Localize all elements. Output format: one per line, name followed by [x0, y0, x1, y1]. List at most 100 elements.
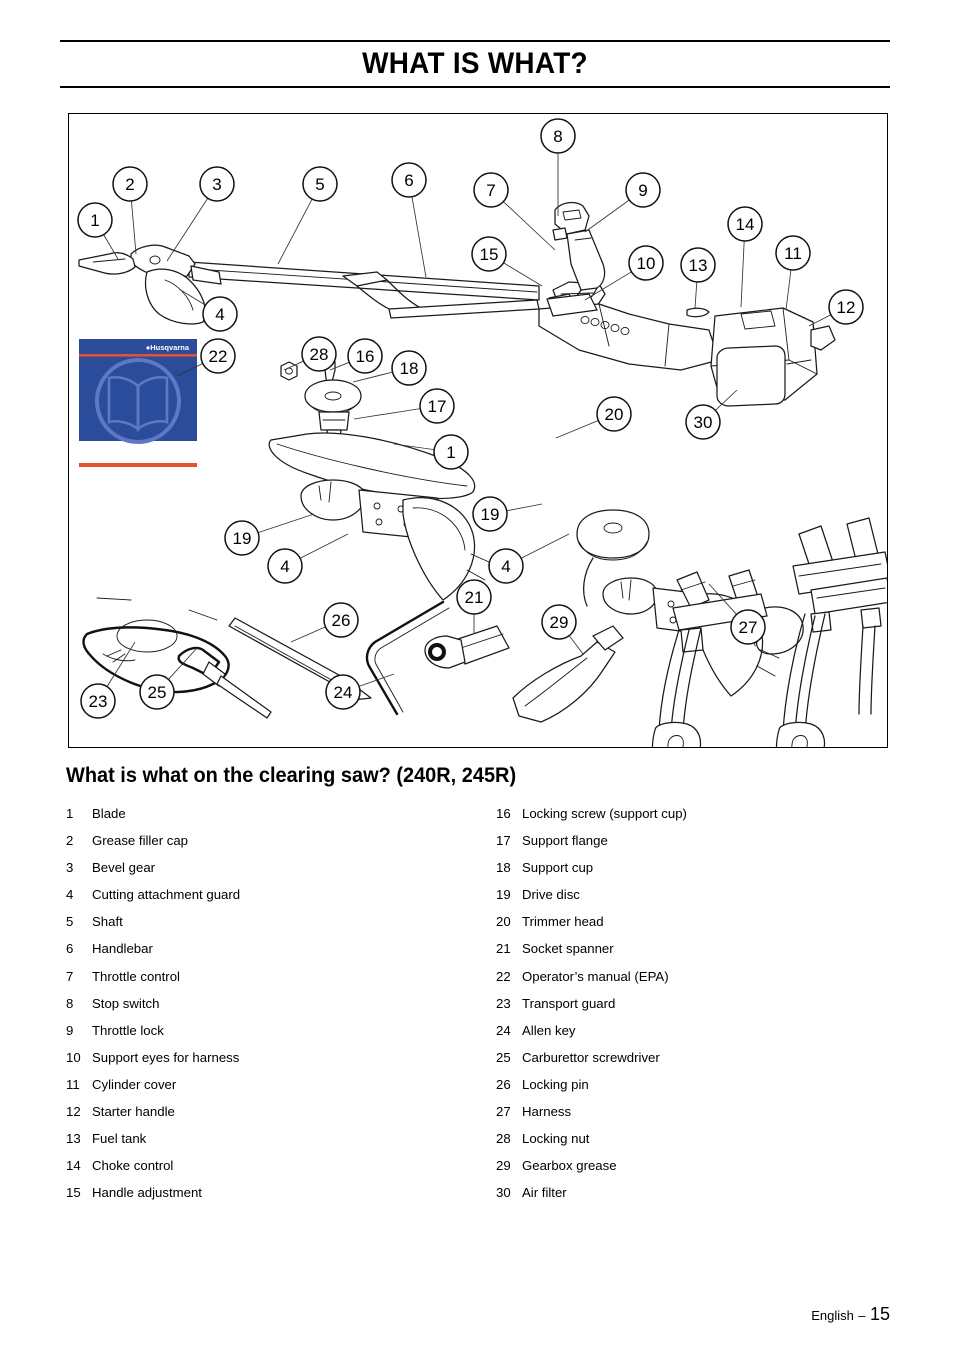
callout-14: 14 [727, 206, 763, 308]
parts-diagram-figure: .ln { fill:none; stroke:#1a1a1a; stroke-… [68, 113, 888, 748]
callout-6: 6 [391, 162, 427, 278]
callout-number: 23 [89, 692, 108, 711]
callout-leader-line [506, 503, 543, 512]
gearbox-grease-graphic [512, 625, 624, 723]
callout-19: 19 [224, 513, 315, 556]
callout-24: 24 [325, 673, 395, 710]
callout-number: 5 [315, 175, 324, 194]
callout-bubble [456, 579, 492, 615]
callout-25: 25 [139, 647, 198, 710]
parts-list-item-number: 30 [496, 1185, 511, 1201]
callout-23: 23 [80, 641, 136, 719]
callout-number: 22 [209, 347, 228, 366]
parts-list-item-number: 29 [496, 1158, 511, 1174]
callout-26: 26 [290, 602, 359, 643]
parts-list-item-label: Handle adjustment [92, 1185, 202, 1201]
callout-15: 15 [471, 236, 543, 287]
page-footer: English – 15 [811, 1304, 890, 1325]
callout-number: 14 [736, 215, 755, 234]
parts-list-item-label: Starter handle [92, 1104, 175, 1120]
callout-number: 19 [233, 529, 252, 548]
callout-bubble [775, 235, 811, 271]
callout-number: 17 [428, 397, 447, 416]
callout-30: 30 [685, 389, 738, 440]
callout-leader-line [520, 533, 570, 559]
parts-list-item-label: Carburettor screwdriver [522, 1049, 660, 1065]
parts-list-item-number: 22 [496, 968, 511, 984]
parts-list-item-number: 11 [66, 1076, 80, 1092]
callout-28: 28 [283, 336, 337, 372]
parts-list-item-number: 4 [66, 887, 74, 903]
parts-list-item-label: Support cup [522, 860, 594, 876]
operators-manual-graphic: ●Husqvarna [79, 339, 197, 469]
parts-list-item-number: 12 [66, 1104, 81, 1120]
callout-number: 7 [486, 181, 495, 200]
parts-list-item-number: 21 [496, 941, 511, 957]
callout-number: 24 [334, 683, 353, 702]
callout-bubble [680, 247, 716, 283]
callout-bubble [473, 172, 509, 208]
callout-bubble [347, 338, 383, 374]
callout-number: 30 [694, 413, 713, 432]
callout-4: 4 [488, 533, 570, 584]
callout-number: 2 [125, 175, 134, 194]
callout-number: 19 [481, 505, 500, 524]
callout-leader-line [290, 626, 326, 643]
callout-leader-line [708, 583, 737, 615]
callout-3: 3 [166, 166, 235, 262]
callout-29: 29 [541, 604, 584, 655]
callout-leader-line [283, 360, 304, 371]
callout-bubble [471, 236, 507, 272]
parts-list-item-label: Operator’s manual (EPA) [522, 968, 669, 984]
parts-list-item-number: 5 [66, 914, 74, 930]
callout-number: 4 [215, 305, 224, 324]
callout-number: 12 [837, 298, 856, 317]
callout-number: 20 [605, 405, 624, 424]
callout-bubble [625, 172, 661, 208]
callout-number: 8 [553, 127, 562, 146]
parts-list-item-label: Blade [92, 806, 126, 821]
callout-number: 25 [148, 683, 167, 702]
parts-list-item-number: 9 [66, 1022, 74, 1038]
callout-leader-line [257, 513, 315, 534]
callout-27: 27 [708, 583, 766, 645]
callout-bubble [77, 202, 113, 238]
footer-language: English [811, 1308, 854, 1323]
footer-dash: – [858, 1308, 866, 1323]
parts-list-item-number: 3 [66, 860, 74, 876]
parts-list-item-label: Grease filler cap [92, 833, 189, 849]
callout-leader-line [503, 262, 543, 287]
locking-nut-graphic [280, 361, 298, 381]
parts-list-item-label: Harness [522, 1104, 572, 1120]
callout-4: 4 [178, 288, 238, 332]
parts-list-item-label: Locking screw (support cup) [522, 806, 687, 821]
callout-bubble [488, 548, 524, 584]
callout-leader-line [168, 647, 198, 680]
parts-list-item-label: Stop switch [92, 995, 160, 1011]
parts-list-item-label: Fuel tank [92, 1131, 147, 1147]
callout-number: 29 [550, 613, 569, 632]
callout-bubble [199, 166, 235, 202]
callout-number: 11 [784, 244, 802, 263]
callout-number: 10 [637, 254, 656, 273]
parts-list-item-number: 18 [496, 860, 511, 876]
callout-bubble [596, 396, 632, 432]
callout-12: 12 [808, 289, 864, 327]
callout-1: 1 [77, 202, 119, 260]
callout-leader-line [740, 240, 745, 308]
callout-leader-line [352, 371, 393, 383]
parts-list-item-number: 19 [496, 887, 511, 903]
callout-number: 6 [404, 171, 413, 190]
parts-list-item-number: 8 [66, 995, 74, 1011]
